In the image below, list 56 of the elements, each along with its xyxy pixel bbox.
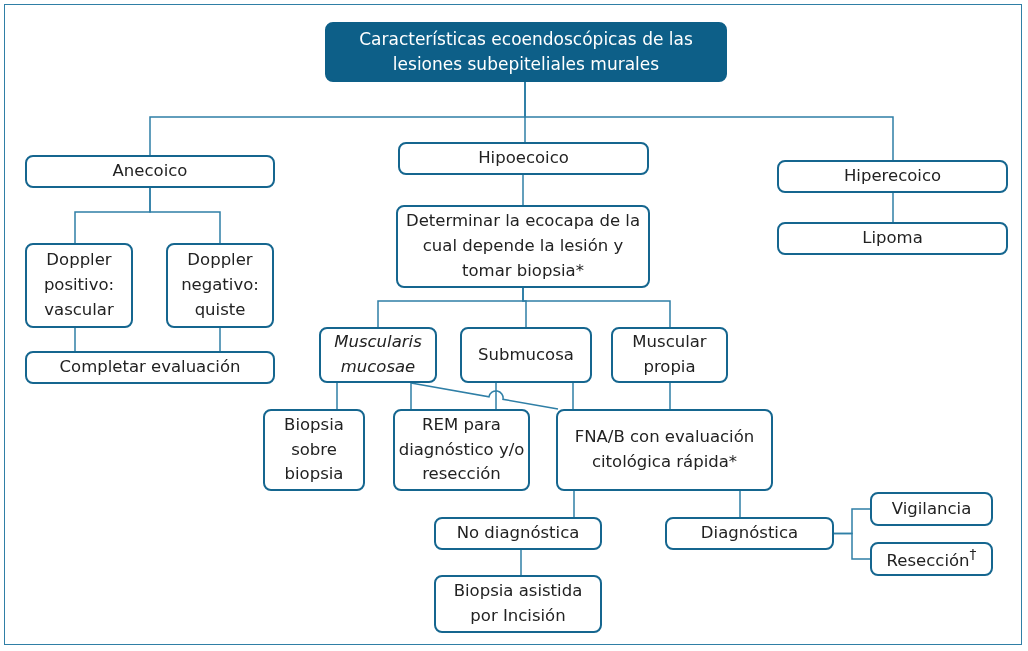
connector-line <box>892 192 894 223</box>
process-box <box>396 205 650 288</box>
connector-line <box>520 549 522 576</box>
node-text: Completar evaluación <box>59 356 241 379</box>
connector-line <box>524 81 894 161</box>
connector-line <box>833 532 871 560</box>
process-box <box>319 327 437 383</box>
connector-line <box>219 327 221 352</box>
connector-line <box>522 287 671 328</box>
node-text: Muscular propia <box>631 331 708 378</box>
node-text: Biopsia sobre biopsia <box>283 413 345 486</box>
node-text: Determinar la ecocapa de la cual depende la lesión y tomar biopsia* <box>404 210 642 282</box>
title-box <box>325 22 727 82</box>
connector-line <box>149 187 221 244</box>
node-text: Lipoma <box>862 227 923 250</box>
process-box <box>434 575 602 633</box>
node-text: FNA/B con evaluación citológica rápida* <box>573 426 756 473</box>
connector-line <box>74 327 76 352</box>
process-box <box>166 243 274 328</box>
process-box <box>611 327 728 383</box>
node-text: Vigilancia <box>891 497 972 520</box>
connector-line <box>572 382 574 410</box>
connector-line <box>573 490 575 518</box>
node-text: Submucosa <box>478 343 574 366</box>
connector-line <box>336 382 338 410</box>
connector-line <box>495 382 497 410</box>
node-text: Resección$^{†}$ <box>886 545 977 572</box>
process-box <box>25 243 133 328</box>
title-text: Características ecoendoscópicas de las lesiones subepiteliales murales <box>358 28 694 76</box>
process-box <box>25 351 275 384</box>
node-text: Doppler negativo: quiste <box>180 249 260 321</box>
connector-line <box>739 490 741 518</box>
node-text: REM para diagnóstico y/o resección <box>398 413 525 486</box>
node-text: Diagnóstica <box>700 522 799 545</box>
process-box <box>460 327 592 383</box>
connector-line <box>410 382 412 410</box>
process-box <box>263 409 365 491</box>
node-text: Doppler positivo: vascular <box>42 249 116 321</box>
node-text: No diagnóstica <box>456 522 580 545</box>
node-text: Hipoecoico <box>478 147 569 170</box>
process-box <box>665 517 834 550</box>
node-text: Hiperecoico <box>843 165 942 188</box>
process-box <box>870 492 993 526</box>
process-box <box>777 222 1008 255</box>
process-box <box>434 517 602 550</box>
process-box <box>25 155 275 188</box>
connector-line <box>669 382 671 410</box>
connector-line <box>522 174 524 206</box>
node-text: Biopsia asistida por Incisión <box>452 580 584 627</box>
process-box <box>556 409 773 491</box>
process-box <box>777 160 1008 193</box>
process-box <box>398 142 649 175</box>
node-text: Muscularis mucosae <box>333 331 423 378</box>
node-text: Anecoico <box>112 160 188 183</box>
process-box <box>870 542 993 576</box>
connector-line <box>410 382 559 410</box>
